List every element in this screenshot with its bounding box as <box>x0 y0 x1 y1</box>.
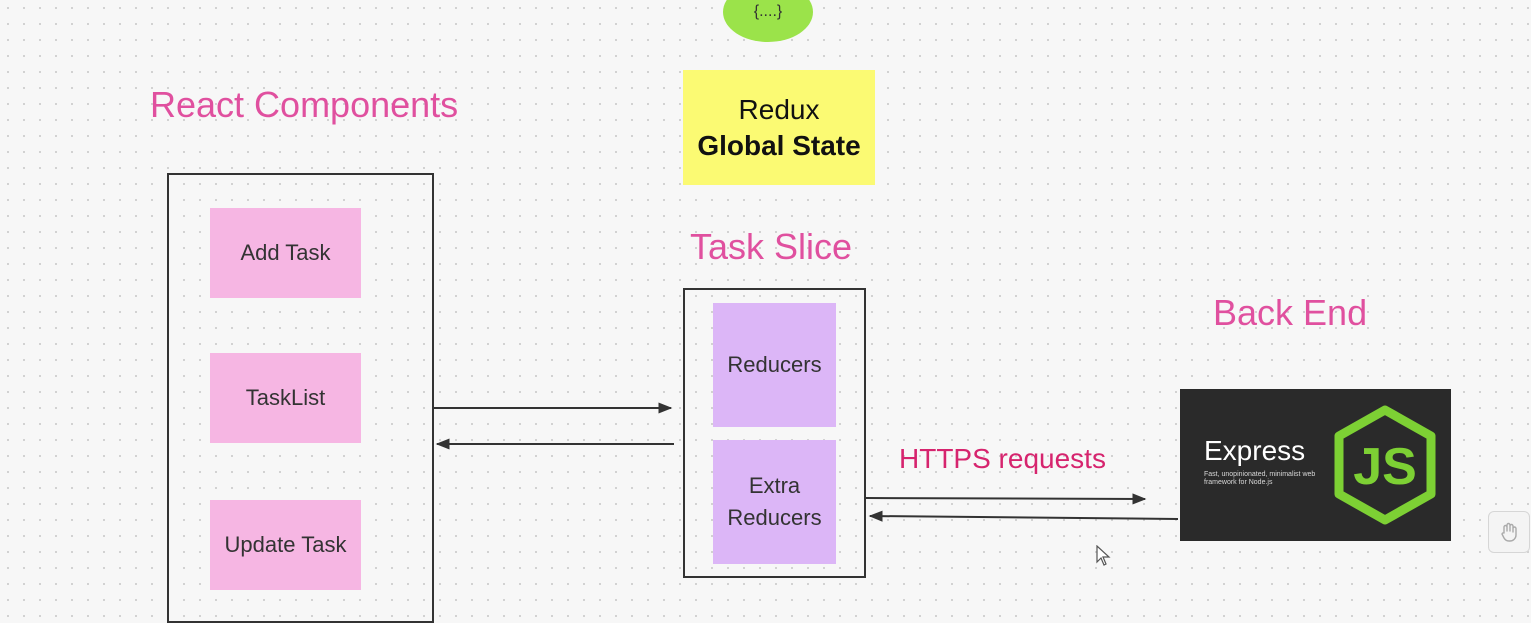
connection-arrows <box>434 402 1179 522</box>
back-end-heading: Back End <box>1213 292 1368 333</box>
top-node-label: {....} <box>753 3 783 20</box>
nodejs-logo-text: JS <box>1353 438 1417 496</box>
update-task-node[interactable]: Update Task <box>210 500 361 590</box>
arrow-slice-to-backend[interactable] <box>865 493 1147 505</box>
hand-icon <box>1501 522 1517 542</box>
express-node-card[interactable]: Express Fast, unopinionated, minimalist … <box>1180 389 1451 541</box>
express-tagline: Fast, unopinionated, minimalist web fram… <box>1204 471 1316 487</box>
global-state-label: Global State <box>697 129 861 161</box>
arrow-backend-to-slice[interactable] <box>868 510 1179 522</box>
reducers-node[interactable]: Reducers <box>713 303 836 427</box>
tasklist-node[interactable]: TaskList <box>210 353 361 443</box>
redux-label: Redux <box>738 93 820 125</box>
task-slice-heading: Task Slice <box>690 226 853 267</box>
task-slice-frame[interactable] <box>683 288 866 578</box>
add-task-node[interactable]: Add Task <box>210 208 361 298</box>
react-components-heading: React Components <box>150 84 459 125</box>
redux-global-state-box[interactable]: Redux Global State <box>683 70 875 185</box>
cursor-icon <box>1096 545 1111 566</box>
extra-reducers-node[interactable]: Extra Reducers <box>713 440 836 564</box>
nodejs-logo-icon: JS <box>1334 405 1436 525</box>
https-requests-label: HTTPS requests <box>899 443 1106 474</box>
hand-tool-button[interactable] <box>1488 511 1530 553</box>
express-title: Express <box>1204 435 1306 466</box>
